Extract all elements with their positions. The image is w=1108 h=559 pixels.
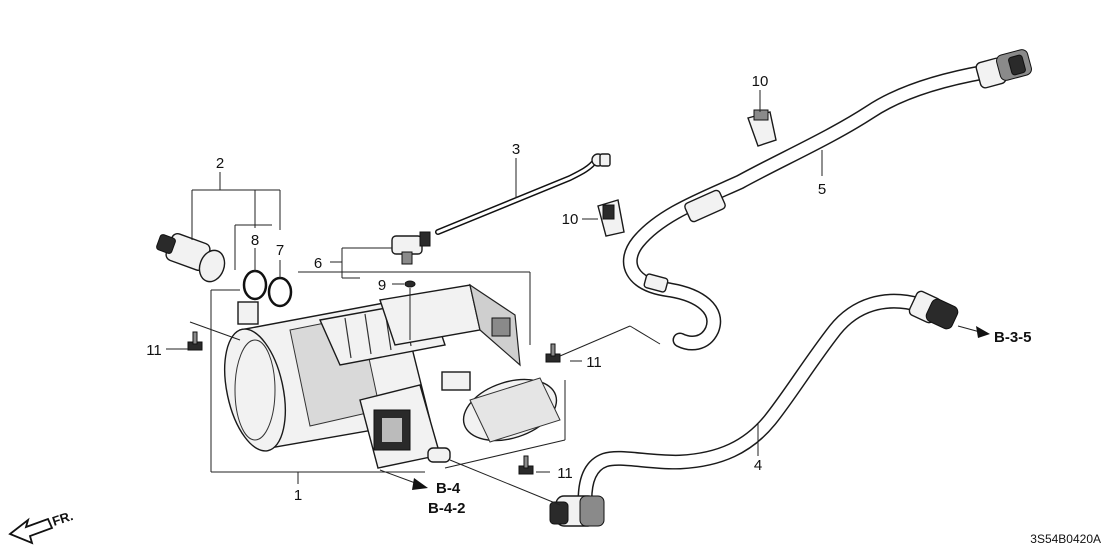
callout-3: 3: [512, 141, 520, 158]
callout-4: 4: [754, 457, 762, 474]
hose-4-lower-connector: [549, 495, 605, 527]
hose-4-upper-connector: [908, 290, 959, 330]
ref-b-4: B-4: [436, 480, 461, 497]
callout-9: 9: [378, 277, 386, 294]
callout-5: 5: [818, 181, 826, 198]
hose-5-connector: [975, 49, 1032, 89]
callout-10-lower: 10: [562, 211, 579, 228]
callout-11-bottom: 11: [557, 465, 573, 482]
valve-2: [156, 232, 226, 283]
ref-b-4-2: B-4-2: [428, 500, 466, 517]
bolt-11-left: [187, 331, 203, 351]
callout-2: 2: [216, 155, 224, 172]
leader-lines: [166, 90, 823, 506]
sensor-6: [391, 231, 431, 265]
seal-9: [404, 280, 416, 288]
o-ring-7: [267, 276, 293, 308]
bolt-11-bottom: [518, 455, 534, 475]
diagram-code: 3S54B0420A: [1030, 532, 1101, 546]
hose-4: [577, 293, 928, 508]
callout-11-right: 11: [586, 354, 602, 371]
o-ring-8: [242, 269, 268, 301]
callout-1: 1: [294, 487, 302, 504]
clip-10-upper: [747, 109, 777, 147]
callout-8: 8: [251, 232, 259, 249]
arrow-to-b4: [379, 469, 428, 490]
arrow-to-b35: [957, 325, 990, 338]
ref-b-3-5: B-3-5: [994, 329, 1032, 346]
fr-label: FR.: [50, 508, 75, 529]
clip-10-lower: [597, 199, 625, 237]
tube-3: [435, 153, 611, 235]
bolt-11-right: [545, 343, 561, 363]
canister-assembly-1: [224, 283, 561, 469]
callout-10-upper: 10: [752, 73, 769, 90]
callout-6: 6: [314, 255, 322, 272]
callout-7: 7: [276, 242, 284, 259]
hose-5: [622, 64, 993, 351]
fr-arrow: [8, 517, 54, 545]
callout-11-left: 11: [146, 342, 162, 359]
